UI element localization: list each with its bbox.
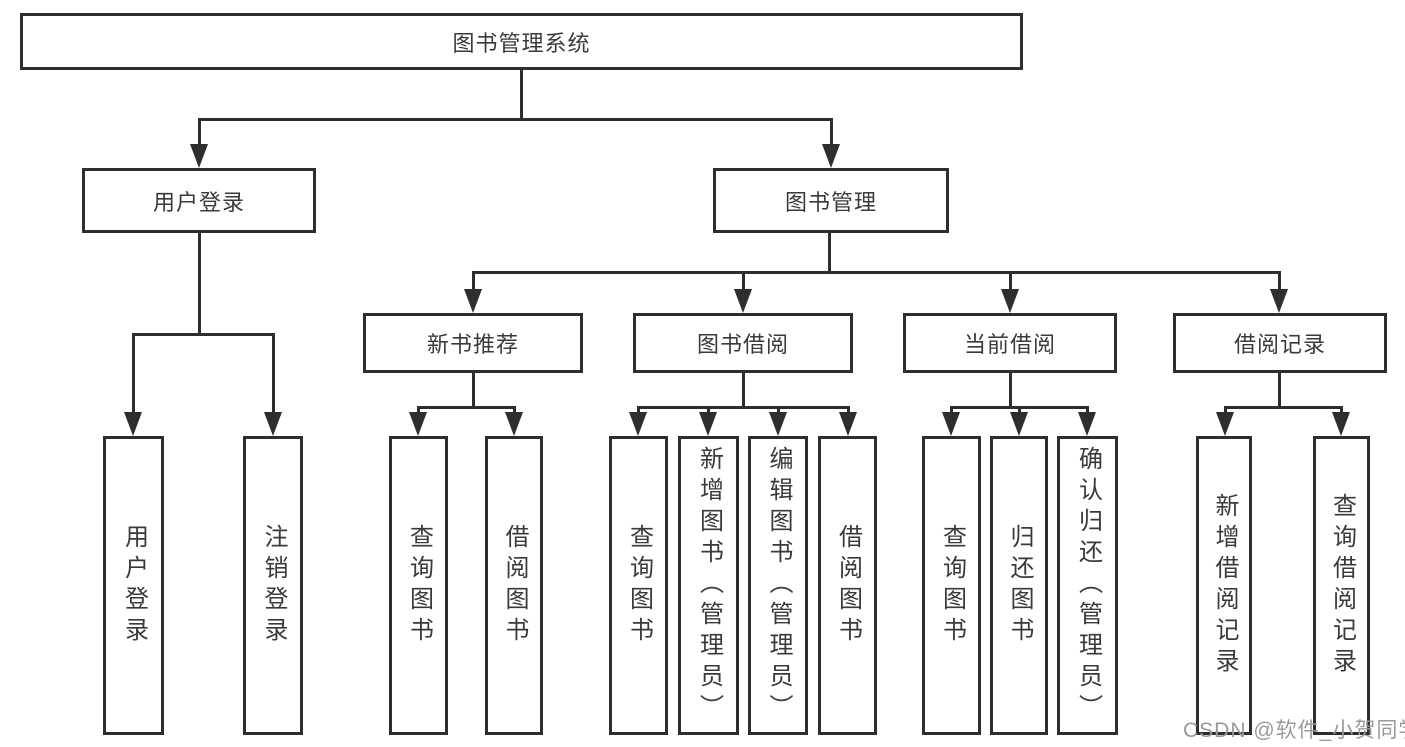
node-book-borrow-label: 图书借阅 (696, 332, 789, 357)
arrow-down-icon (629, 412, 647, 436)
connector-line (637, 406, 640, 414)
node-borrow-records: 借阅记录 (1173, 313, 1387, 373)
connector-line (520, 70, 523, 118)
node-book-borrow: 图书借阅 (633, 313, 853, 373)
leaf-user-login-label: 用户登录 (120, 523, 148, 648)
connector-line (1009, 373, 1012, 409)
connector-line (272, 333, 275, 414)
leaf-user-login: 用户登录 (103, 436, 164, 735)
connector-line (417, 406, 516, 409)
leaf-query-borrow-record: 查询借阅记录 (1313, 436, 1370, 735)
arrow-down-icon (769, 412, 787, 436)
leaf-query-books-borrow: 查询图书 (609, 436, 668, 735)
node-user-login-label: 用户登录 (152, 189, 245, 215)
node-new-book-recommend-label: 新书推荐 (426, 332, 519, 357)
arrow-down-icon (464, 289, 482, 313)
leaf-borrow-books-recommend-label: 借阅图书 (501, 523, 528, 648)
connector-line (198, 118, 832, 121)
arrow-down-icon (1332, 412, 1350, 436)
connector-line (198, 118, 201, 146)
connector-line (1018, 406, 1021, 414)
leaf-logout: 注销登录 (243, 436, 303, 735)
connector-line (1278, 271, 1281, 291)
arrow-down-icon (190, 144, 208, 168)
connector-line (828, 233, 831, 274)
leaf-edit-books-admin-label: 编辑图书（管理员） (765, 446, 792, 725)
connector-line (1224, 406, 1343, 409)
arrow-down-icon (264, 412, 282, 436)
connector-line (417, 406, 420, 414)
leaf-add-borrow-record-label: 新增借阅记录 (1211, 492, 1238, 679)
leaf-return-books-label: 归还图书 (1006, 523, 1033, 648)
connector-line (1224, 406, 1227, 414)
arrow-down-icon (1078, 412, 1096, 436)
arrow-down-icon (699, 412, 717, 436)
arrow-down-icon (734, 289, 752, 313)
node-book-management: 图书管理 (713, 168, 949, 233)
node-library-system: 图书管理系统 (20, 13, 1023, 70)
arrow-down-icon (1270, 289, 1288, 313)
connector-line (707, 406, 710, 414)
node-current-borrow: 当前借阅 (903, 313, 1117, 373)
leaf-borrow-books-recommend: 借阅图书 (485, 436, 543, 735)
node-book-management-label: 图书管理 (784, 189, 877, 215)
node-borrow-records-label: 借阅记录 (1233, 332, 1326, 357)
leaf-query-books-recommend: 查询图书 (389, 436, 448, 735)
connector-line (950, 406, 953, 414)
leaf-query-books-recommend-label: 查询图书 (405, 523, 433, 648)
leaf-borrow-books: 借阅图书 (818, 436, 877, 735)
arrow-down-icon (124, 412, 142, 436)
leaf-query-books-current: 查询图书 (922, 436, 981, 735)
connector-line (513, 406, 516, 414)
leaf-query-borrow-record-label: 查询借阅记录 (1328, 492, 1356, 679)
connector-line (198, 233, 201, 336)
connector-line (132, 333, 274, 336)
arrow-down-icon (1001, 289, 1019, 313)
leaf-add-books-admin-label: 新增图书（管理员） (695, 446, 723, 725)
connector-line (742, 373, 745, 409)
connector-line (1340, 406, 1343, 414)
leaf-logout-label: 注销登录 (260, 523, 287, 648)
leaf-confirm-return-admin-label: 确认归还（管理员） (1074, 446, 1102, 725)
connector-line (472, 373, 475, 409)
leaf-add-books-admin: 新增图书（管理员） (678, 436, 739, 735)
leaf-query-books-borrow-label: 查询图书 (625, 523, 653, 648)
arrow-down-icon (505, 412, 523, 436)
connector-line (1086, 406, 1089, 414)
arrow-down-icon (822, 144, 840, 168)
connector-line (830, 118, 833, 146)
connector-line (1278, 373, 1281, 409)
node-library-system-label: 图书管理系统 (452, 30, 591, 56)
arrow-down-icon (409, 412, 427, 436)
connector-line (132, 333, 135, 414)
node-current-borrow-label: 当前借阅 (963, 332, 1056, 357)
connector-line (472, 271, 475, 291)
node-new-book-recommend: 新书推荐 (363, 313, 583, 373)
csdn-watermark: CSDN @软件_小贺同学 (1183, 719, 1405, 742)
leaf-add-borrow-record: 新增借阅记录 (1196, 436, 1252, 735)
connector-line (637, 406, 850, 409)
leaf-confirm-return-admin: 确认归还（管理员） (1057, 436, 1118, 735)
leaf-query-books-current-label: 查询图书 (938, 523, 966, 648)
connector-line (847, 406, 850, 414)
arrow-down-icon (1216, 412, 1234, 436)
arrow-down-icon (1010, 412, 1028, 436)
arrow-down-icon (839, 412, 857, 436)
node-user-login: 用户登录 (82, 168, 316, 233)
leaf-return-books: 归还图书 (990, 436, 1048, 735)
connector-line (1009, 271, 1012, 291)
leaf-edit-books-admin: 编辑图书（管理员） (748, 436, 808, 735)
arrow-down-icon (942, 412, 960, 436)
connector-line (742, 271, 745, 291)
leaf-borrow-books-label: 借阅图书 (834, 523, 862, 648)
connector-line (777, 406, 780, 414)
connector-line (472, 271, 1281, 274)
